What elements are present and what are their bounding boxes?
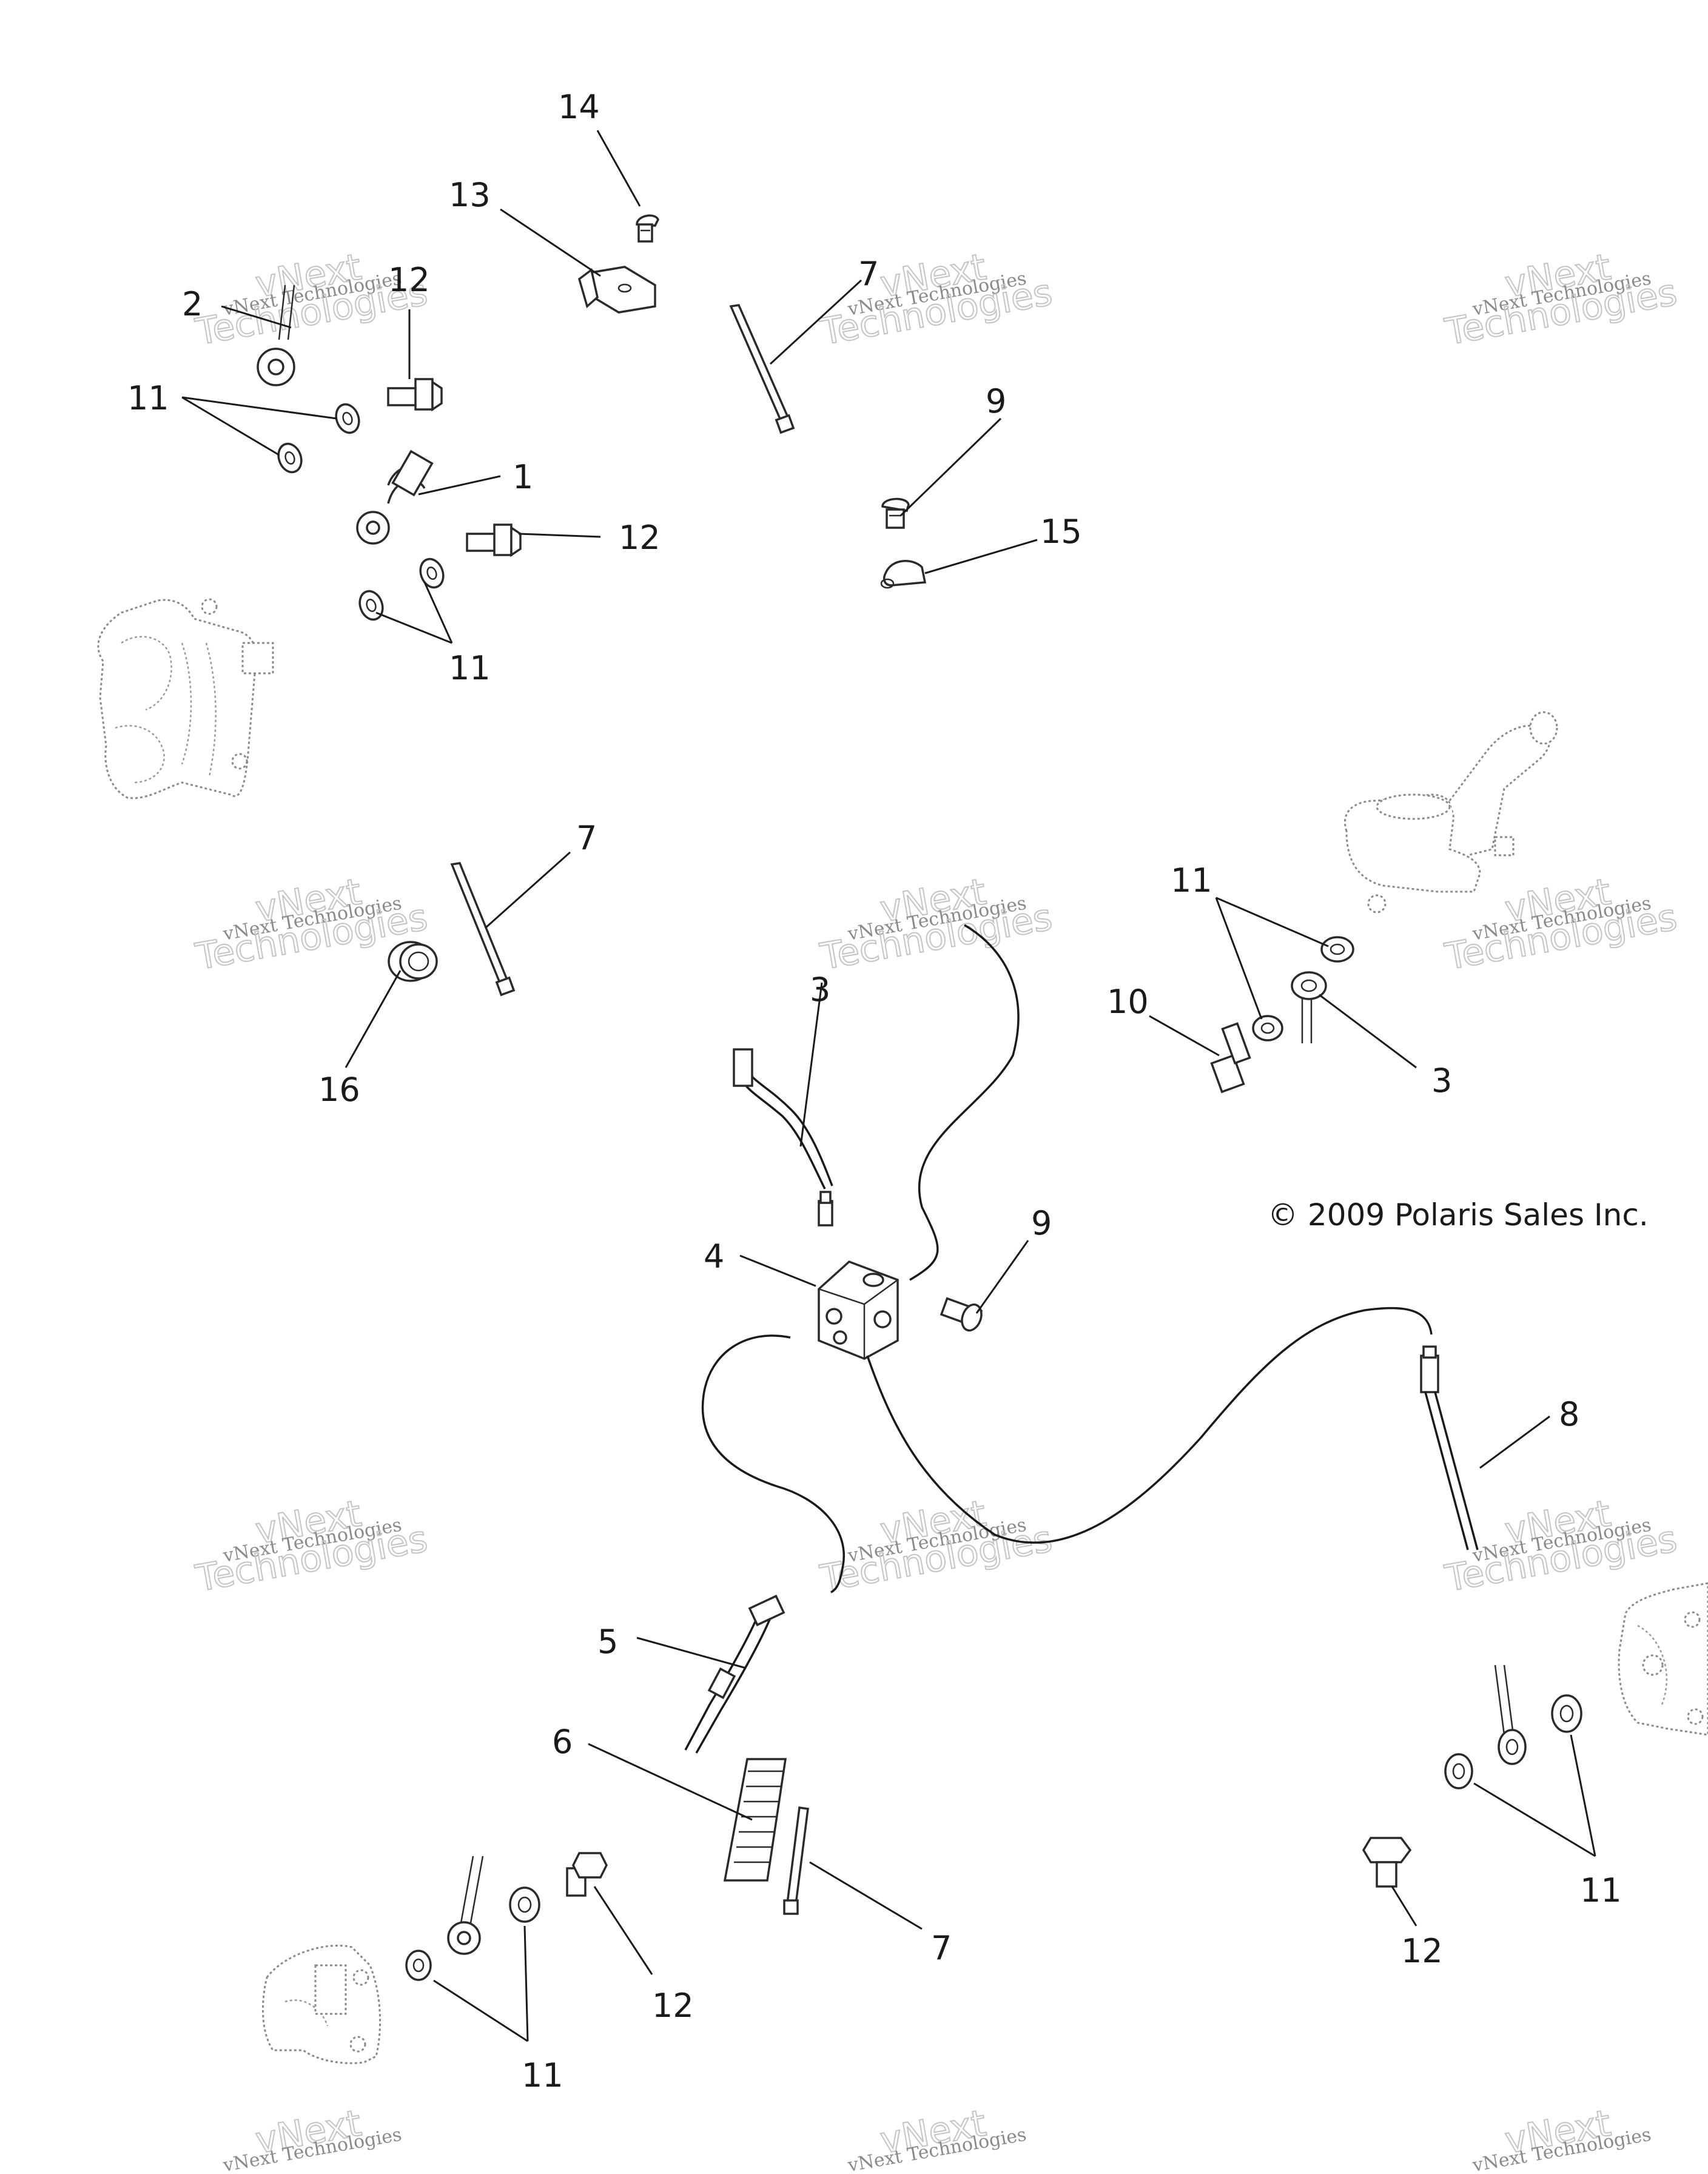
watermark: vNext vNext Technologies xyxy=(1470,2101,1653,2174)
callout-2: 2 xyxy=(182,285,203,323)
callout-7: 7 xyxy=(576,819,597,857)
watermark: vNext vNext Technologies xyxy=(221,2101,403,2174)
part-2-banjo-fitting xyxy=(257,284,295,386)
part-13-bracket xyxy=(577,266,656,314)
callout-9: 9 xyxy=(1031,1204,1052,1242)
callout-12: 12 xyxy=(652,1987,694,2025)
parts xyxy=(97,214,1708,2064)
callout-8: 8 xyxy=(1559,1395,1579,1433)
leader-lines xyxy=(181,130,1596,2042)
callout-1: 1 xyxy=(513,458,533,496)
watermark: vNext vNext Technologies Technologies xyxy=(192,1492,431,1601)
caliper-rear xyxy=(261,1944,382,2064)
callout-16: 16 xyxy=(318,1071,360,1109)
callout-14: 14 xyxy=(558,88,600,126)
brake-line-left-loop xyxy=(701,1334,845,1593)
part-9-bolt-top xyxy=(881,497,910,529)
part-15-clip xyxy=(880,560,927,589)
part-11-washer xyxy=(1252,1015,1283,1042)
banjo-fitting-lower-left xyxy=(447,1856,484,1955)
part-3-brake-line xyxy=(733,1048,833,1227)
brake-line-right xyxy=(866,1307,1433,1544)
callout-15: 15 xyxy=(1040,513,1082,551)
banjo-fitting-lower-right xyxy=(1494,1664,1527,1765)
part-11-washer xyxy=(358,590,384,621)
part-11-washer xyxy=(509,1886,540,1923)
callout-3: 3 xyxy=(1431,1062,1452,1100)
callout-11: 11 xyxy=(1580,1871,1622,1910)
watermark: vNext vNext Technologies Technologies xyxy=(1441,1492,1681,1601)
watermark: vNext vNext Technologies Technologies xyxy=(1441,245,1681,354)
brake-line-upper-loop xyxy=(909,924,1020,1281)
part-5-brake-hose xyxy=(684,1594,785,1754)
caliper-front-left xyxy=(97,598,274,799)
callout-numbers: 14 13 12 2 7 11 1 12 9 15 11 7 16 11 10 … xyxy=(127,88,1622,2095)
part-12-bolt-top xyxy=(387,378,443,412)
callout-11: 11 xyxy=(522,2056,563,2095)
part-7-cable-tie-top xyxy=(729,304,795,434)
callout-6: 6 xyxy=(552,1723,573,1761)
part-4-distribution-block xyxy=(818,1260,899,1360)
master-cylinder xyxy=(1344,711,1558,914)
part-1-banjo-hose xyxy=(356,449,434,545)
copyright-notice: © 2009 Polaris Sales Inc. xyxy=(1268,1197,1649,1233)
part-14-screw xyxy=(636,214,659,243)
callout-9: 9 xyxy=(986,382,1006,420)
part-12-bolt-mid xyxy=(466,523,522,557)
part-6-coil-sleeve xyxy=(723,1758,787,1882)
watermark: vNext vNext Technologies xyxy=(846,2101,1028,2174)
part-10-banjo-bolt xyxy=(1210,1022,1251,1094)
part-11-washer xyxy=(419,557,445,589)
callout-12: 12 xyxy=(388,261,430,299)
watermark: vNext vNext Technologies Technologies xyxy=(816,870,1056,979)
part-8-brake-hose xyxy=(1420,1345,1479,1550)
callout-12: 12 xyxy=(1401,1932,1443,1970)
callout-11: 11 xyxy=(449,649,491,687)
part-11-washer xyxy=(1320,936,1354,963)
callout-12: 12 xyxy=(619,519,661,557)
callout-3: 3 xyxy=(810,971,830,1009)
part-7-cable-tie-mid xyxy=(450,862,516,997)
part-7-cable-tie-bottom xyxy=(783,1806,809,1915)
watermark: vNext vNext Technologies Technologies xyxy=(816,245,1056,354)
part-3-banjo-master xyxy=(1291,971,1327,1043)
part-11-washer xyxy=(405,1950,432,1981)
part-16-grommet xyxy=(388,941,438,982)
part-12-bolt-lower-right xyxy=(1362,1837,1412,1888)
callout-11: 11 xyxy=(1171,861,1212,900)
callout-4: 4 xyxy=(704,1237,724,1276)
callout-10: 10 xyxy=(1107,983,1149,1021)
part-11-washer xyxy=(277,442,303,474)
callout-11: 11 xyxy=(127,379,169,417)
callout-7: 7 xyxy=(931,1929,952,1967)
part-11-washer xyxy=(335,403,360,434)
callout-13: 13 xyxy=(449,176,491,214)
caliper-front-right xyxy=(1618,1582,1708,1736)
callout-7: 7 xyxy=(858,255,879,293)
callout-5: 5 xyxy=(597,1623,618,1661)
part-9-bolt-block xyxy=(940,1297,983,1332)
part-12-bolt-lower-left xyxy=(566,1852,608,1897)
part-11-washer xyxy=(1444,1753,1473,1789)
part-11-washer xyxy=(1551,1694,1582,1733)
